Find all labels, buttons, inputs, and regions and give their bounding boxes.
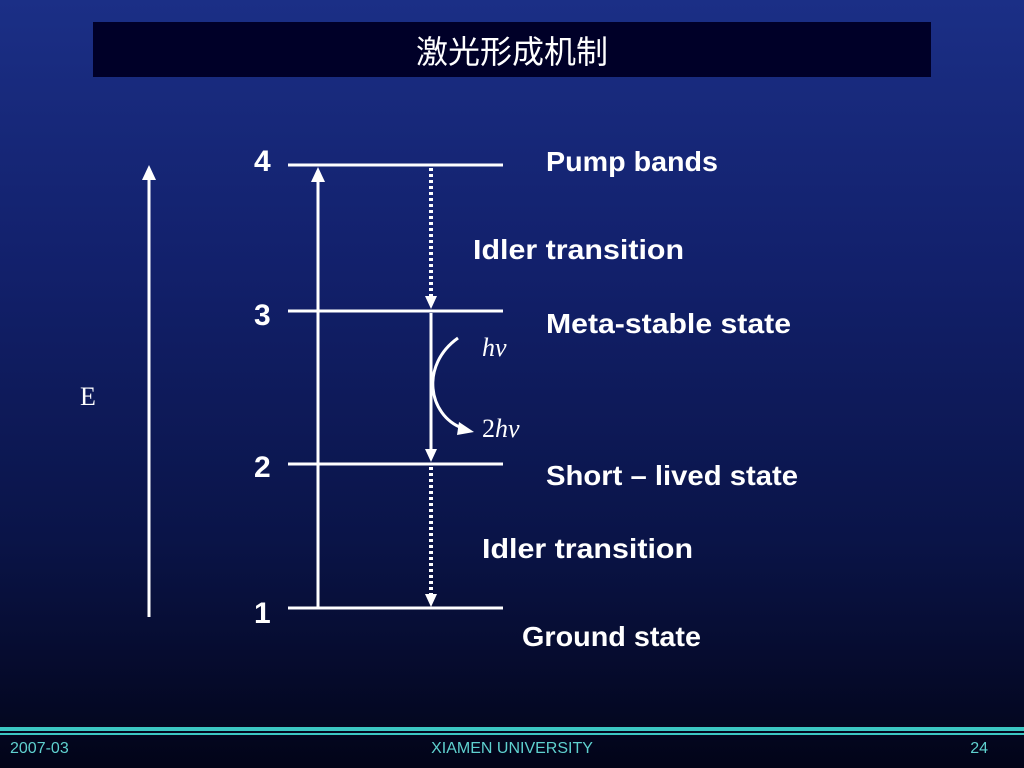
photon-out-coefficient: 2 xyxy=(482,414,495,443)
slide-footer: 2007-03 XIAMEN UNIVERSITY 24 xyxy=(0,738,1024,760)
level-number-4: 4 xyxy=(254,145,271,178)
slide-title-bar: 激光形成机制 xyxy=(93,22,931,77)
photon-out-symbol: hν xyxy=(495,414,520,443)
energy-axis-label: E xyxy=(80,382,96,411)
upper-idler-arrowhead xyxy=(425,296,437,309)
footer-divider-top xyxy=(0,727,1024,731)
level-number-2: 2 xyxy=(254,451,271,484)
footer-page-number: 24 xyxy=(970,740,988,757)
level-name-ground: Ground state xyxy=(522,621,701,652)
photon-in-label: hν xyxy=(482,333,507,362)
stimulated-emission-curve xyxy=(431,336,463,430)
level-name-short-lived: Short – lived state xyxy=(546,460,798,491)
energy-level-diagram: E 4 3 2 1 Pump bands Meta-stable state S… xyxy=(0,0,1024,720)
footer-divider-bottom xyxy=(0,733,1024,735)
footer-organization: XIAMEN UNIVERSITY xyxy=(431,740,593,757)
level-number-3: 3 xyxy=(254,299,271,332)
photon-out-label: 2hν xyxy=(482,414,520,443)
footer-date: 2007-03 xyxy=(10,740,69,757)
slide-title: 激光形成机制 xyxy=(415,32,608,71)
level-name-pump-bands: Pump bands xyxy=(546,146,718,177)
pump-arrowhead xyxy=(311,167,325,182)
level-name-meta-stable: Meta-stable state xyxy=(546,308,791,339)
lower-idler-label: Idler transition xyxy=(482,533,693,564)
lasing-arrowhead xyxy=(425,449,437,462)
energy-axis-arrowhead xyxy=(142,165,156,180)
upper-idler-label: Idler transition xyxy=(473,234,684,265)
lower-idler-arrowhead xyxy=(425,594,437,607)
stimulated-emission-arrowhead xyxy=(457,422,474,435)
level-number-1: 1 xyxy=(254,597,271,630)
